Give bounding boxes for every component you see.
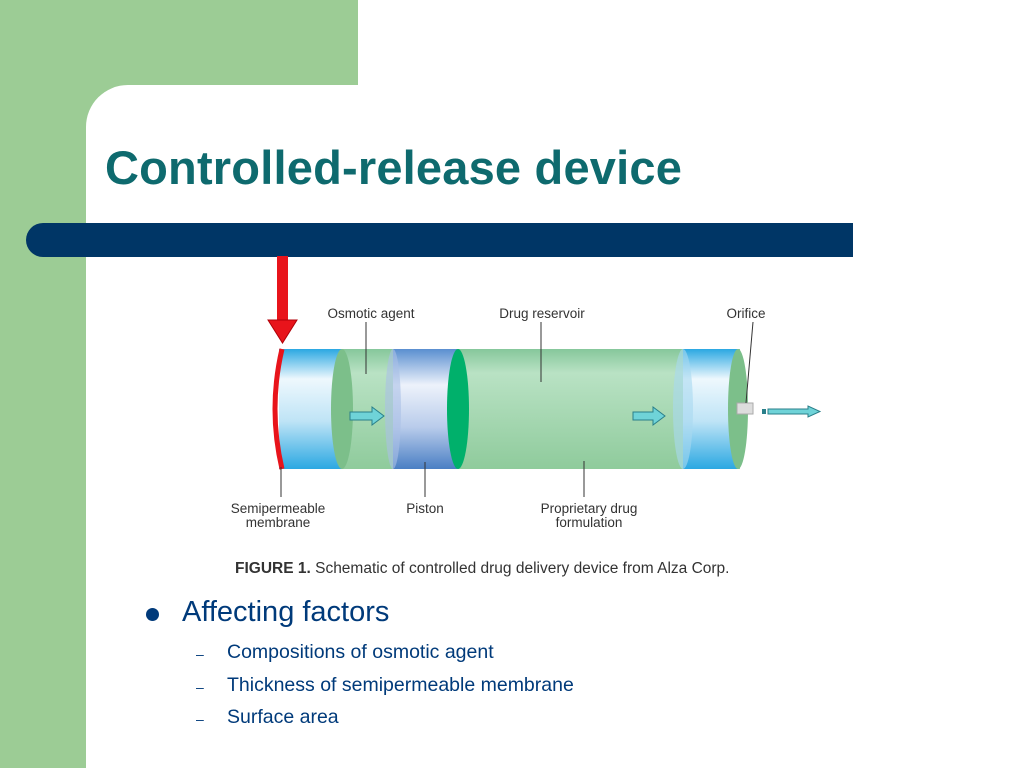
- title-underline-bar: [26, 223, 853, 257]
- caption-text: Schematic of controlled drug delivery de…: [311, 560, 730, 577]
- label-osmotic-agent: Osmotic agent: [327, 306, 414, 321]
- piston-face: [447, 349, 469, 469]
- sub-bullet-item: Surface area: [227, 706, 339, 728]
- label-proprietary-line1: Proprietary drug: [541, 501, 638, 516]
- flow-arrow-osmotic: [349, 406, 385, 426]
- semipermeable-membrane: [272, 348, 285, 470]
- sub-bullet-dash: –: [196, 679, 204, 695]
- sub-bullet-dash: –: [196, 646, 204, 662]
- sub-bullet-item: Thickness of semipermeable membrane: [227, 674, 574, 696]
- caption-bold: FIGURE 1.: [235, 560, 311, 577]
- green-top-block: [0, 0, 358, 85]
- slide-title: Controlled-release device: [105, 141, 683, 194]
- label-piston: Piston: [406, 501, 444, 516]
- label-drug-reservoir: Drug reservoir: [499, 306, 585, 321]
- label-orifice: Orifice: [726, 306, 765, 321]
- piston: [393, 349, 457, 469]
- label-semipermeable-line2: membrane: [246, 515, 311, 530]
- flow-arrow-drug: [632, 406, 666, 426]
- membrane-cap-face: [331, 349, 353, 469]
- pointer-arrow: [267, 256, 298, 344]
- orifice-cap-left-face: [673, 349, 693, 469]
- sub-bullet-item: Compositions of osmotic agent: [227, 641, 494, 663]
- green-left-bar: [0, 0, 86, 768]
- release-arrow: [762, 405, 822, 418]
- label-semipermeable-line1: Semipermeable: [231, 501, 326, 516]
- leader-orifice: [745, 321, 754, 404]
- orifice-nozzle: [736, 402, 754, 415]
- figure-caption: FIGURE 1. Schematic of controlled drug d…: [235, 560, 730, 577]
- drug-reservoir-tube: [285, 349, 740, 469]
- bullet-main: Affecting factors: [182, 596, 390, 628]
- bullet-dot: [146, 608, 159, 621]
- sub-bullet-dash: –: [196, 711, 204, 727]
- piston-left-face: [385, 349, 401, 469]
- label-proprietary-line2: formulation: [556, 515, 623, 530]
- white-rounded-corner: [86, 85, 166, 165]
